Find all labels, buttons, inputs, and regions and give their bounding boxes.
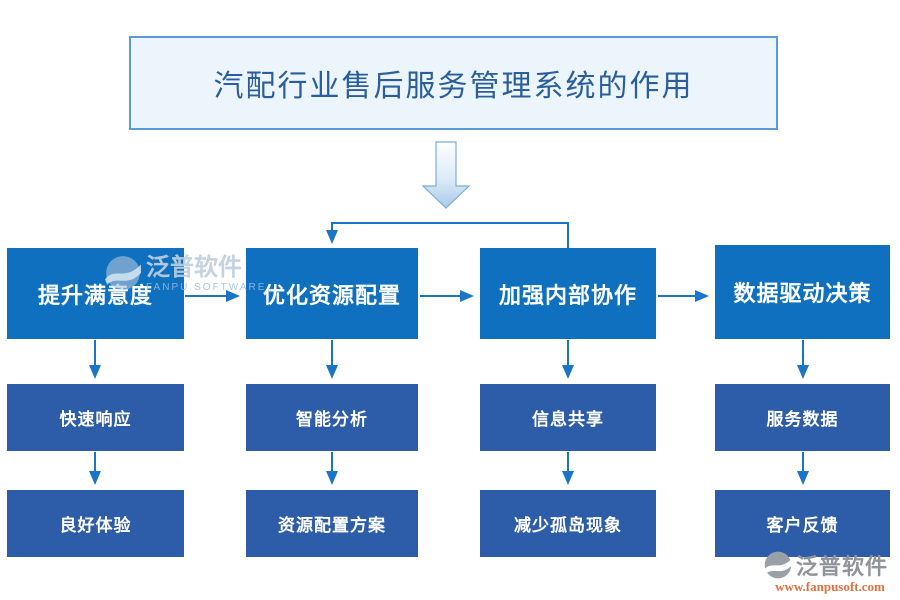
node-quick-response: 快速响应 [7, 384, 184, 451]
node-smart-analysis: 智能分析 [246, 384, 418, 451]
node-improve-satisfaction: 提升满意度 [7, 248, 184, 339]
node-good-experience: 良好体验 [7, 490, 184, 557]
node-strengthen-internal-collaboration: 加强内部协作 [480, 248, 656, 339]
diagram-title-box: 汽配行业售后服务管理系统的作用 [129, 36, 778, 130]
node-resource-allocation-plan: 资源配置方案 [246, 490, 418, 557]
watermark-corner-url: www.fanpusoft.com [775, 579, 885, 594]
fanpu-logo-icon [763, 551, 793, 579]
node-service-data: 服务数据 [715, 384, 890, 451]
node-reduce-silo-phenomenon: 减少孤岛现象 [480, 490, 656, 557]
watermark-corner: 泛普软件 www.fanpusoft.com [763, 549, 897, 595]
node-customer-feedback: 客户反馈 [715, 490, 890, 557]
node-data-driven-decision: 数据驱动决策 [715, 245, 890, 339]
node-optimize-resource-allocation: 优化资源配置 [246, 248, 418, 339]
watermark-corner-brand: 泛普软件 [796, 554, 889, 579]
node-information-sharing: 信息共享 [480, 384, 656, 451]
big-down-arrow-icon [421, 141, 471, 209]
diagram-title: 汽配行业售后服务管理系统的作用 [213, 70, 694, 103]
